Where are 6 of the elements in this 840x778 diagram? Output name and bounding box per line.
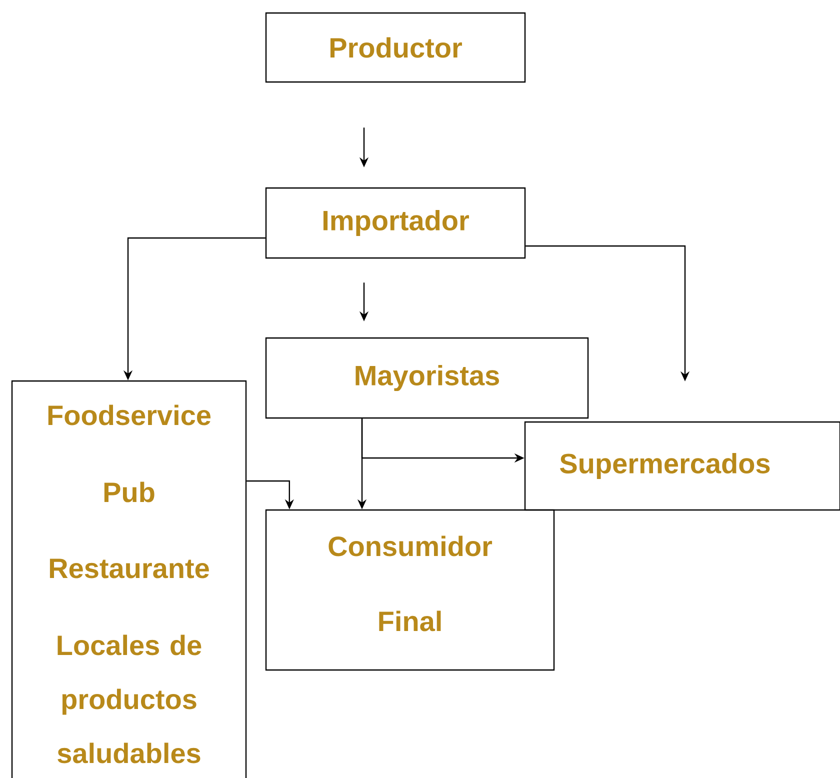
process-box: Supermercados bbox=[524, 421, 840, 511]
process-box: Foodservice Pub Restaurante Locales de productos saludables bbox=[11, 380, 247, 778]
process-box: Mayoristas bbox=[265, 337, 589, 419]
process-box: Consumidor Final bbox=[265, 509, 555, 671]
process-box: Importador bbox=[265, 187, 526, 259]
process-box: Productor bbox=[265, 12, 526, 83]
